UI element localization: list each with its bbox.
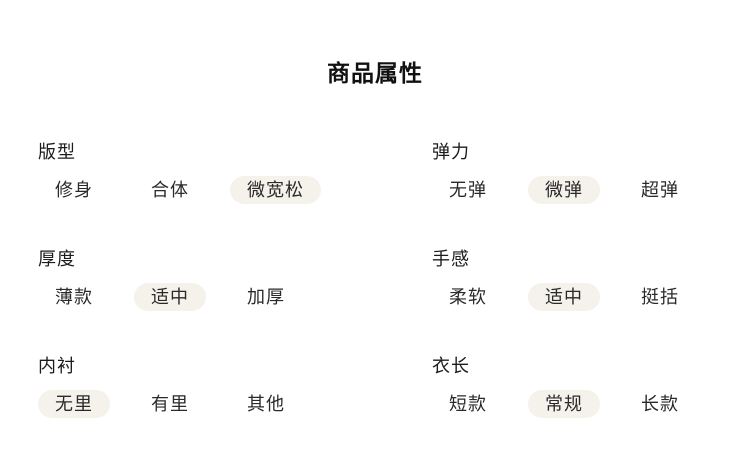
option-pill-selected[interactable]: 适中 xyxy=(134,283,206,311)
attribute-group: 手感柔软 适中 挺括 xyxy=(432,247,750,311)
option-pill[interactable]: 柔软 xyxy=(449,287,487,307)
attribute-group: 版型修身 合体 微宽松 xyxy=(38,140,432,204)
options-row: 修身 合体 微宽松 xyxy=(38,176,432,204)
option-pill[interactable]: 短款 xyxy=(449,394,487,414)
option-pill-selected[interactable]: 适中 xyxy=(528,283,600,311)
attribute-group: 厚度薄款 适中 加厚 xyxy=(38,247,432,311)
group-label: 手感 xyxy=(432,249,470,269)
option-pill[interactable]: 薄款 xyxy=(55,287,93,307)
option-pill[interactable]: 长款 xyxy=(641,394,679,414)
option-pill[interactable]: 超弹 xyxy=(641,180,679,200)
option-pill[interactable]: 有里 xyxy=(151,394,189,414)
option-pill[interactable]: 无弹 xyxy=(449,180,487,200)
attribute-groups: 版型修身 合体 微宽松 弹力无弹 微弹 超弹厚度薄款 适中 加厚 手感柔软 适中 挺括内衬无里 有里 其… xyxy=(0,140,750,418)
group-label: 衣长 xyxy=(432,356,470,376)
group-label: 厚度 xyxy=(38,249,76,269)
options-row: 无弹 微弹 超弹 xyxy=(432,176,750,204)
option-pill-selected[interactable]: 微宽松 xyxy=(230,176,321,204)
options-row: 短款 常规 长款 xyxy=(432,390,750,418)
attribute-group: 弹力无弹 微弹 超弹 xyxy=(432,140,750,204)
option-pill[interactable]: 修身 xyxy=(55,180,93,200)
group-label: 内衬 xyxy=(38,356,76,376)
group-label: 版型 xyxy=(38,142,76,162)
attribute-group: 衣长短款 常规 长款 xyxy=(432,354,750,418)
attribute-group: 内衬无里 有里 其他 xyxy=(38,354,432,418)
option-pill[interactable]: 合体 xyxy=(151,180,189,200)
page-title: 商品属性 xyxy=(327,60,423,86)
options-row: 薄款 适中 加厚 xyxy=(38,283,432,311)
option-pill-selected[interactable]: 微弹 xyxy=(528,176,600,204)
option-pill[interactable]: 挺括 xyxy=(641,287,679,307)
option-pill[interactable]: 加厚 xyxy=(247,287,285,307)
options-row: 无里 有里 其他 xyxy=(38,390,432,418)
option-pill-selected[interactable]: 常规 xyxy=(528,390,600,418)
options-row: 柔软 适中 挺括 xyxy=(432,283,750,311)
group-label: 弹力 xyxy=(432,142,470,162)
option-pill[interactable]: 其他 xyxy=(247,394,285,414)
option-pill-selected[interactable]: 无里 xyxy=(38,390,110,418)
